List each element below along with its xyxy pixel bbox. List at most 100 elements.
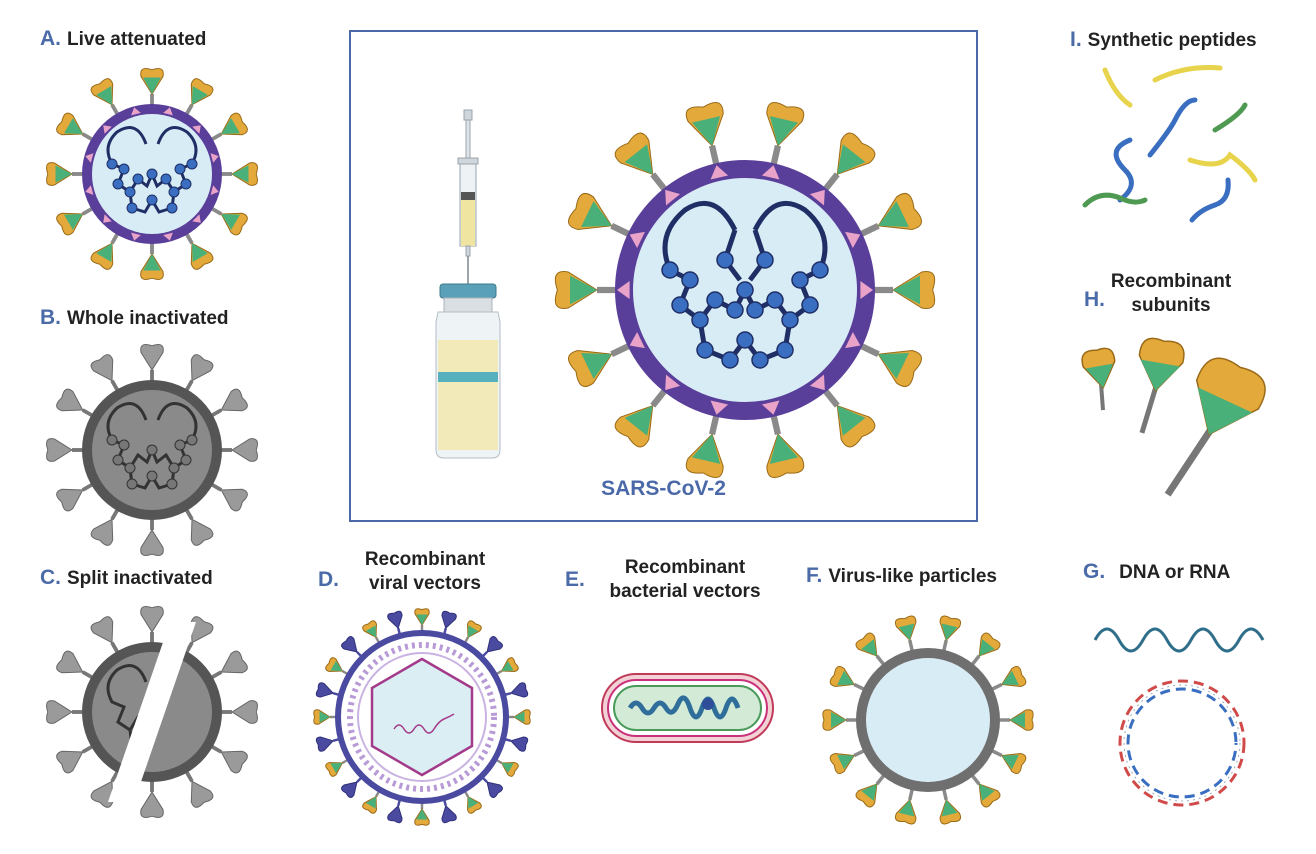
dna-rna-illustration <box>1093 627 1265 807</box>
genome-insert <box>393 713 455 734</box>
spike-proteins <box>822 615 1034 825</box>
live-attenuated-virus <box>46 68 258 280</box>
spike-protein <box>858 342 922 387</box>
spike-protein <box>220 700 258 724</box>
spike-protein <box>568 193 632 238</box>
membrane-protein <box>192 214 201 223</box>
membrane-protein <box>710 400 729 415</box>
viral-vector-particle <box>313 608 531 826</box>
membrane-protein <box>665 374 681 391</box>
membrane-protein <box>210 153 219 163</box>
membrane-protein <box>210 185 219 195</box>
spike-protein <box>220 438 258 462</box>
spike-protein <box>939 787 962 825</box>
label-viral-vectors: D. Recombinant viral vectors <box>318 549 486 594</box>
virus-like-particle <box>822 615 1034 825</box>
whole-inactivated-virus <box>46 344 258 556</box>
recombinant-subunits <box>1081 337 1266 497</box>
spike-protein <box>873 270 936 310</box>
bacterial-dna <box>627 695 741 720</box>
letter-d: D. <box>318 568 339 591</box>
membrane-protein <box>163 107 173 116</box>
sars-cov-2-label: SARS-CoV-2 <box>601 477 726 500</box>
membrane-protein <box>103 214 112 223</box>
syringe-vial-illustration <box>435 109 501 459</box>
dna-plasmid <box>1118 679 1246 807</box>
membrane-proteins <box>85 107 219 241</box>
spike-protein <box>325 757 350 777</box>
bacterial-vector <box>601 673 774 743</box>
label-bacterial-vectors: E. Recombinant bacterial vectors <box>565 557 761 602</box>
spike-protein <box>822 132 876 192</box>
letter-e: E. <box>565 568 585 591</box>
letter-a: A. <box>40 27 61 50</box>
spike-protein <box>362 620 382 645</box>
spike-proteins <box>46 68 258 280</box>
spike-protein <box>494 757 519 777</box>
spike-protein <box>220 162 258 186</box>
spike-protein <box>822 388 876 448</box>
membrane-protein <box>131 107 141 116</box>
membrane-protein <box>809 189 825 206</box>
membrane-protein <box>710 165 729 180</box>
spike-protein <box>140 344 164 382</box>
membrane-protein <box>845 231 861 249</box>
spike-protein <box>685 101 724 166</box>
membrane-protein <box>761 400 780 415</box>
membrane-proteins <box>617 165 873 415</box>
spike-protein <box>140 68 164 106</box>
spike-protein <box>855 632 886 667</box>
membrane-protein <box>629 331 645 349</box>
spike-protein <box>894 615 917 653</box>
membrane-protein <box>131 232 141 241</box>
spike-protein <box>829 748 866 775</box>
spike-protein <box>970 632 1001 667</box>
spike-protein <box>209 112 248 142</box>
spike-protein <box>140 606 164 644</box>
spike-protein <box>894 787 917 825</box>
spike-protein <box>998 709 1034 731</box>
spike-protein <box>685 414 724 479</box>
spike-protein <box>414 801 430 826</box>
spike-protein <box>858 193 922 238</box>
spike-protein <box>56 206 95 236</box>
label-live-attenuated: A.Live attenuated <box>40 27 207 50</box>
subunit-large <box>1164 357 1266 497</box>
spike-protein <box>766 101 805 166</box>
rna-strand <box>1093 627 1265 653</box>
spike-protein <box>140 780 164 818</box>
spike-protein <box>614 132 668 192</box>
membrane-protein <box>665 189 681 206</box>
synthetic-peptides <box>1082 65 1258 223</box>
spike-protein <box>822 709 858 731</box>
spike-protein <box>46 700 84 724</box>
membrane-protein <box>860 281 873 299</box>
label-virus-like-particles: F.Virus-like particles <box>806 564 997 587</box>
capsid <box>370 657 474 777</box>
membrane-protein <box>192 125 201 134</box>
spike-protein <box>313 709 338 725</box>
label-split-inactivated: C.Split inactivated <box>40 566 213 589</box>
spike-protein <box>766 414 805 479</box>
letter-b: B. <box>40 306 61 329</box>
membrane-protein <box>809 374 825 391</box>
spike-protein <box>56 482 95 512</box>
membrane-protein <box>85 185 94 195</box>
spike-protein <box>554 270 617 310</box>
spike-protein <box>614 388 668 448</box>
letter-c: C. <box>40 566 61 589</box>
membrane-protein <box>629 231 645 249</box>
spike-protein <box>829 665 866 692</box>
membrane-protein <box>617 281 630 299</box>
spike-protein <box>46 162 84 186</box>
spike-protein <box>506 709 531 725</box>
split-cut <box>108 622 196 802</box>
spike-protein <box>209 206 248 236</box>
spike-protein <box>970 773 1001 808</box>
subunit-medium <box>1138 337 1185 434</box>
membrane-protein <box>85 153 94 163</box>
spike-proteins <box>554 101 936 479</box>
membrane-protein <box>761 165 780 180</box>
letter-g: G. <box>1083 560 1106 583</box>
label-dna-rna: G.DNA or RNA <box>1083 560 1231 583</box>
